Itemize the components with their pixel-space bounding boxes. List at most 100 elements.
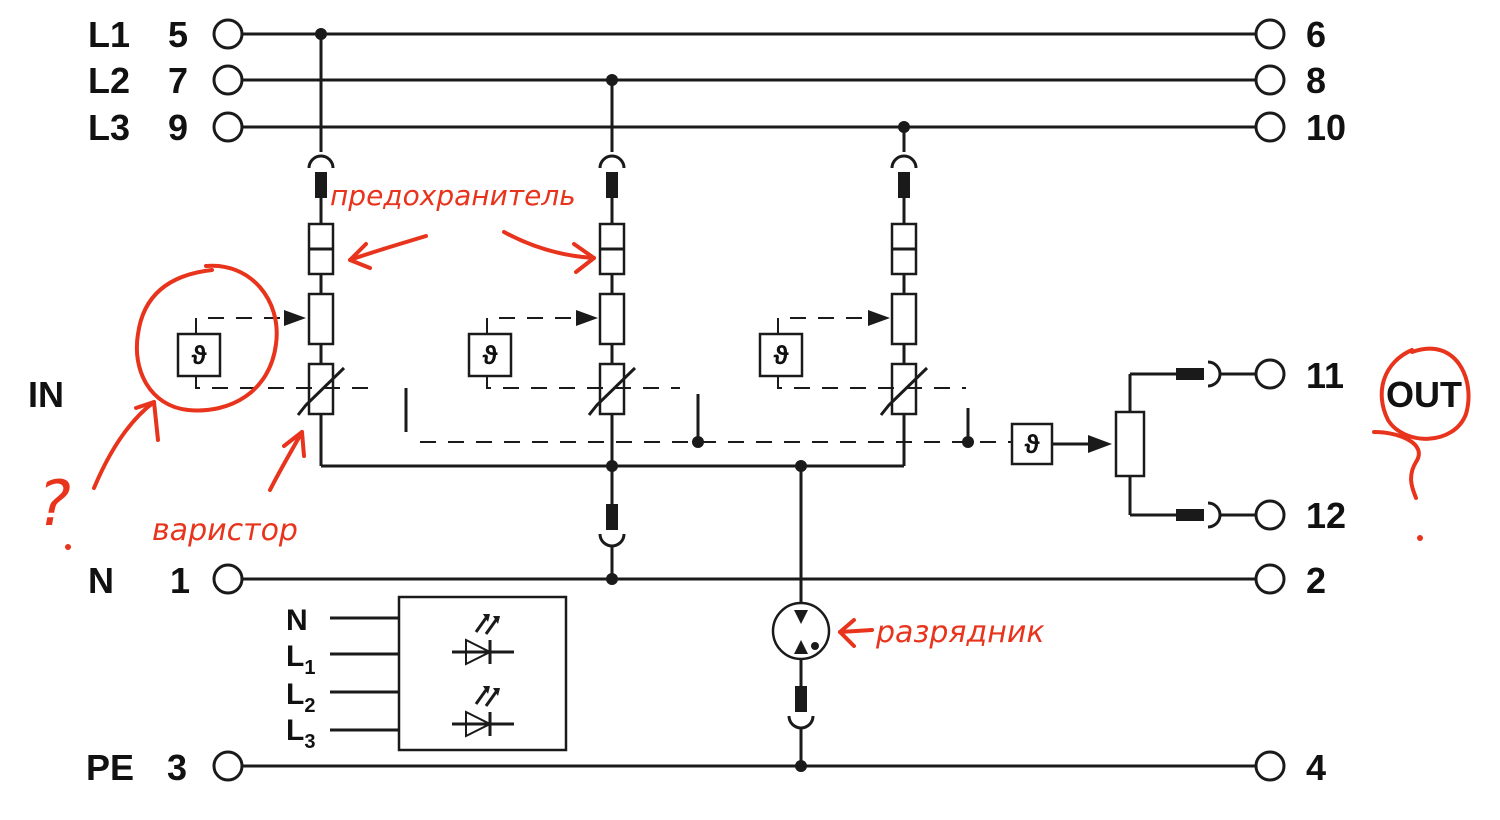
terminal-6 [1254, 18, 1286, 50]
arrow-head [284, 310, 306, 326]
junction-dot [962, 436, 974, 448]
terminal-11 [1254, 358, 1286, 390]
thermal-symbol: ϑ [1024, 429, 1040, 459]
terminal-1 [212, 563, 244, 595]
terminal-3 [212, 750, 244, 782]
mech-link [777, 376, 966, 389]
branch-l3 [879, 121, 929, 466]
branch-l2 [587, 74, 637, 466]
indicator-input-l1: L1 [286, 640, 315, 679]
red-dot [1417, 535, 1423, 541]
arrow-head [576, 310, 598, 326]
junction-dot [606, 573, 618, 585]
terminal-number-12: 12 [1306, 495, 1346, 536]
plug-pin [606, 172, 618, 198]
terminal-number-11: 11 [1306, 355, 1344, 396]
plug-contact [598, 154, 626, 169]
terminal-number-4: 4 [1306, 747, 1326, 788]
terminal-5 [212, 18, 244, 50]
plug-contact [1207, 360, 1222, 388]
mech-link [195, 376, 380, 389]
thermal-monitor-out [1010, 422, 1054, 466]
red-arrow [92, 400, 156, 490]
arrow-head [1088, 435, 1112, 453]
plug-pin [315, 172, 327, 198]
plug-contact [890, 154, 918, 169]
plug-pin [1176, 509, 1204, 521]
varistor-mark [587, 366, 637, 416]
red-arrow-head [572, 242, 596, 274]
out-label: OUT [1386, 374, 1462, 415]
row-label-l3: L3 [88, 107, 130, 148]
red-arrow [838, 628, 874, 634]
terminal-number-5: 5 [168, 14, 188, 55]
red-arrow [502, 230, 596, 260]
junction-dot [606, 74, 618, 86]
annotation-arrester: разрядник [875, 615, 1044, 650]
red-arrow [348, 234, 428, 262]
mech-link [486, 317, 588, 334]
terminal-number-10: 10 [1306, 107, 1346, 148]
thermal-symbol: ϑ [773, 340, 789, 370]
terminal-number-9: 9 [168, 107, 188, 148]
varistor-mark [879, 366, 929, 416]
red-question-mark [1372, 430, 1421, 500]
terminal-labels: L1 5 L2 7 L3 9 N 1 PE 3 6 8 10 2 4 11 12… [28, 14, 1462, 788]
plug-pin [898, 172, 910, 198]
plug-contact [787, 715, 815, 730]
terminal-12 [1254, 499, 1286, 531]
arrow-head [868, 310, 890, 326]
mech-link [195, 317, 296, 334]
thermal-monitors: ϑ ϑ ϑ ϑ [176, 310, 1112, 466]
indicator-input-l3: L3 [286, 714, 315, 753]
terminal-10 [1254, 111, 1286, 143]
indicator-input-n: N [286, 604, 308, 637]
varistor-mark [296, 366, 346, 416]
arrester-gas-dot [811, 642, 819, 650]
terminal-7 [212, 64, 244, 96]
thermal-monitor-1 [176, 332, 222, 378]
led-icon [452, 614, 514, 666]
thermal-fuse [307, 292, 335, 346]
red-dot [65, 544, 71, 550]
indicator-input-l2: L2 [286, 678, 315, 717]
arrester-electrode [794, 610, 808, 624]
signal-switch [1114, 410, 1146, 478]
plug-contact [307, 154, 335, 169]
annotation-fuse: предохранитель [330, 179, 576, 212]
thermal-symbol: ϑ [482, 340, 498, 370]
annotation-varistor: варистор [152, 513, 298, 548]
red-circle [134, 263, 279, 413]
plug-contact [1207, 501, 1222, 529]
red-arrow-head [838, 618, 856, 648]
junction-dot [692, 436, 704, 448]
mech-link [486, 376, 680, 389]
plug-pin [606, 504, 618, 530]
arrester-electrode [794, 640, 808, 654]
red-arrow-head [348, 242, 372, 270]
remote-signal-contact [1114, 360, 1256, 529]
plug-contact [598, 533, 626, 548]
thermal-fuse [890, 292, 918, 346]
terminal-number-7: 7 [168, 60, 188, 101]
thermal-symbol: ϑ [191, 340, 207, 370]
bus-lines [243, 32, 1256, 768]
in-label: IN [28, 374, 64, 415]
terminal-number-1: 1 [170, 560, 190, 601]
handwritten-annotations: предохранитель ? варистор разрядник [38, 179, 1471, 650]
branch-l1 [296, 28, 346, 466]
plug-pin [1176, 368, 1204, 380]
terminal-number-8: 8 [1306, 60, 1326, 101]
plug-pin [795, 686, 807, 712]
row-label-l1: L1 [88, 14, 130, 55]
red-arrow [268, 430, 304, 492]
red-arrow-head [282, 430, 306, 458]
thermal-fuse [598, 292, 626, 346]
terminal-number-2: 2 [1306, 560, 1326, 601]
junction-dot [898, 121, 910, 133]
terminal-8 [1254, 64, 1286, 96]
thermal-monitor-3 [758, 332, 804, 378]
terminal-2 [1254, 563, 1286, 595]
terminal-4 [1254, 750, 1286, 782]
